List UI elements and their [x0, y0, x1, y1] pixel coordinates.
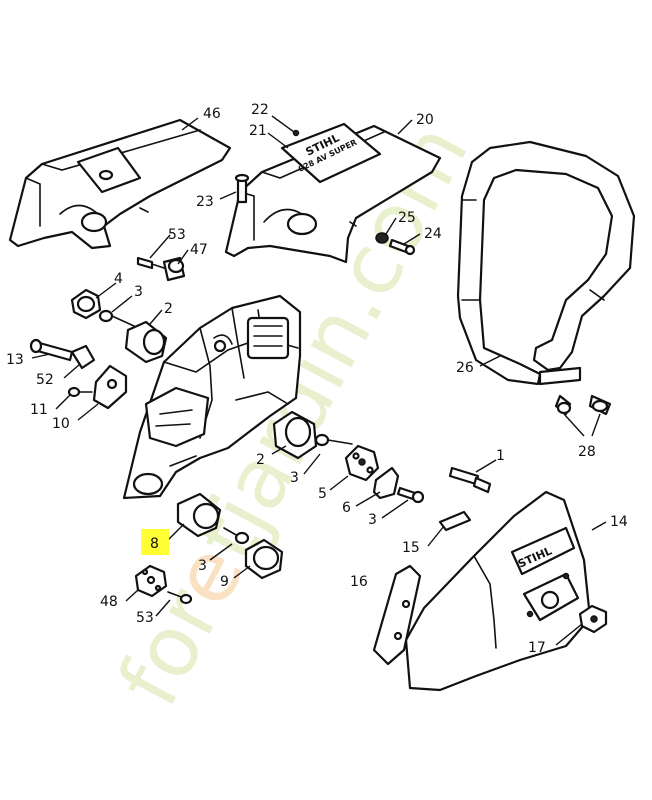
callout-52: 52 — [36, 372, 54, 388]
part-screw-13 — [29, 338, 74, 362]
part-handle-bar-26 — [456, 140, 636, 386]
part-crankcase — [122, 294, 302, 500]
callout-28: 28 — [578, 444, 596, 460]
callout-46: 46 — [203, 106, 221, 122]
callout-labels: 46 22 21 20 23 53 47 25 24 4 3 2 13 52 1… — [6, 102, 628, 656]
part-buffer-8 — [176, 492, 222, 538]
part-guide-plate-16 — [372, 564, 422, 666]
callout-26: 26 — [456, 360, 474, 376]
callout-8: 8 — [150, 536, 159, 552]
callout-17: 17 — [528, 640, 546, 656]
part-bracket-6 — [372, 466, 400, 500]
callout-47: 47 — [190, 242, 208, 258]
callout-2-right: 2 — [256, 452, 265, 468]
part-screw-53-top — [136, 256, 165, 270]
part-screw-3-mid — [314, 433, 353, 447]
callout-3-mid: 3 — [290, 470, 299, 486]
part-screw-3-left — [98, 309, 135, 327]
callout-9: 9 — [220, 574, 229, 590]
callout-48: 48 — [100, 594, 118, 610]
leader-lines — [31, 115, 607, 646]
callout-24: 24 — [424, 226, 442, 242]
callout-1: 1 — [496, 448, 505, 464]
callout-8-highlight — [141, 529, 169, 555]
callout-13: 13 — [6, 352, 24, 368]
part-cap-4 — [70, 288, 102, 320]
callout-2-left: 2 — [164, 301, 173, 317]
part-stud-1 — [448, 466, 492, 494]
callout-14: 14 — [610, 514, 628, 530]
part-nut-17 — [578, 604, 608, 634]
callout-5: 5 — [318, 486, 327, 502]
callout-53-lower: 53 — [136, 610, 154, 626]
part-buffer-2-left — [124, 320, 168, 364]
callout-3-left: 3 — [134, 284, 143, 300]
callout-4: 4 — [114, 271, 123, 287]
part-screw-3-right — [396, 486, 425, 504]
callout-25: 25 — [398, 210, 416, 226]
part-screw-22 — [292, 129, 300, 137]
callout-22: 22 — [251, 102, 269, 118]
callout-3-right: 3 — [368, 512, 377, 528]
part-guide-15 — [438, 510, 472, 532]
part-clamp-52 — [70, 344, 96, 370]
part-washer-25 — [375, 232, 389, 244]
part-flange-5 — [344, 444, 380, 482]
callout-23: 23 — [196, 194, 214, 210]
part-top-cover-46 — [8, 118, 232, 250]
callout-16: 16 — [350, 574, 368, 590]
part-screw-24 — [388, 238, 416, 256]
part-screw-11 — [67, 386, 93, 398]
callout-53-top: 53 — [168, 227, 186, 243]
callout-21: 21 — [249, 123, 267, 139]
part-plate-10 — [92, 364, 128, 410]
callout-20: 20 — [416, 112, 434, 128]
part-screw-53-lower — [167, 591, 193, 605]
part-plug-9 — [244, 538, 284, 580]
part-sprocket-cover-14: STIHL — [404, 490, 592, 692]
part-top-cover-20: STIHL 028 AV SUPER — [224, 122, 442, 264]
part-screw-3-lower — [223, 527, 250, 545]
callout-11: 11 — [30, 402, 48, 418]
callout-6: 6 — [342, 500, 351, 516]
part-screws-28 — [554, 394, 612, 416]
part-screw-23 — [234, 173, 250, 204]
callout-10: 10 — [52, 416, 70, 432]
callout-3-lower: 3 — [198, 558, 207, 574]
callout-15: 15 — [402, 540, 420, 556]
part-bushing-47 — [162, 256, 186, 282]
